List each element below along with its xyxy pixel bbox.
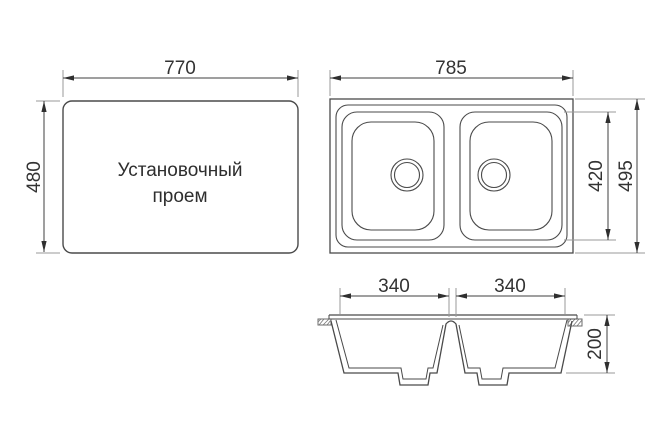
dimension-420-label: 420 bbox=[586, 160, 607, 192]
dimension-785-label: 785 bbox=[435, 58, 467, 79]
dimension-495: 495 bbox=[575, 98, 645, 254]
installation-opening-outline bbox=[62, 100, 299, 254]
installation-opening-label-line1: Установочный bbox=[117, 160, 242, 181]
installation-opening-label-line2: проем bbox=[152, 186, 207, 207]
arrow-right-icon bbox=[554, 293, 565, 299]
left-bowl-inner-edge bbox=[351, 121, 435, 231]
dimension-480-label: 480 bbox=[24, 161, 45, 193]
hatch-line bbox=[576, 319, 583, 327]
arrow-up-icon bbox=[604, 315, 610, 326]
hatch-line bbox=[318, 318, 325, 326]
left-drain-inner bbox=[393, 161, 421, 189]
dimension-480: 480 bbox=[24, 100, 60, 254]
arrow-right-icon bbox=[287, 75, 298, 81]
dimension-770: 770 bbox=[62, 58, 299, 97]
dimension-495-label: 495 bbox=[616, 160, 637, 192]
dimension-200-label: 200 bbox=[585, 328, 606, 360]
right-bowl-outer-edge bbox=[459, 111, 563, 241]
right-drain-inner bbox=[480, 161, 508, 189]
hatch-line bbox=[326, 319, 332, 326]
sink-section-view: 340 340 200 bbox=[317, 276, 615, 386]
dimension-200: 200 bbox=[566, 314, 615, 374]
arrow-left-icon bbox=[456, 293, 467, 299]
right-bowl-inner-profile bbox=[458, 319, 568, 380]
arrow-down-icon bbox=[605, 229, 611, 240]
arrow-left-icon bbox=[63, 75, 74, 81]
hatch-line bbox=[322, 318, 330, 326]
dimension-340-left: 340 bbox=[339, 276, 450, 317]
arrow-down-icon bbox=[634, 242, 640, 253]
hatch-line bbox=[572, 318, 580, 327]
arrow-left-icon bbox=[340, 293, 351, 299]
arrow-left-icon bbox=[330, 75, 341, 81]
countertop-right-section bbox=[567, 318, 583, 327]
dimension-770-label: 770 bbox=[164, 58, 196, 79]
installation-opening-view: Установочный проем 770 480 bbox=[24, 58, 299, 254]
arrow-up-icon bbox=[634, 99, 640, 110]
dimension-340-left-label: 340 bbox=[378, 276, 410, 297]
arrow-down-icon bbox=[604, 362, 610, 373]
arrow-down-icon bbox=[41, 241, 47, 252]
right-bowl-inner-edge bbox=[469, 121, 553, 231]
left-drain-outer bbox=[390, 158, 424, 192]
countertop-left-section bbox=[317, 318, 332, 326]
arrow-up-icon bbox=[605, 112, 611, 123]
sink-top-view: 785 420 495 bbox=[329, 58, 645, 254]
dimension-340-right: 340 bbox=[455, 276, 566, 317]
dimension-420: 420 bbox=[564, 111, 616, 241]
dimension-785: 785 bbox=[329, 58, 574, 96]
arrow-right-icon bbox=[562, 75, 573, 81]
bowls-outer-profile bbox=[330, 320, 573, 386]
left-bowl-outer-edge bbox=[341, 111, 445, 241]
arrow-right-icon bbox=[438, 293, 449, 299]
hatch-line bbox=[567, 318, 572, 324]
hatch-line bbox=[317, 318, 322, 323]
arrow-up-icon bbox=[41, 101, 47, 112]
right-drain-outer bbox=[477, 158, 511, 192]
sink-outer-edge bbox=[329, 98, 574, 254]
dimension-340-right-label: 340 bbox=[494, 276, 526, 297]
sink-rim bbox=[335, 104, 568, 248]
left-bowl-inner-profile bbox=[335, 319, 444, 380]
